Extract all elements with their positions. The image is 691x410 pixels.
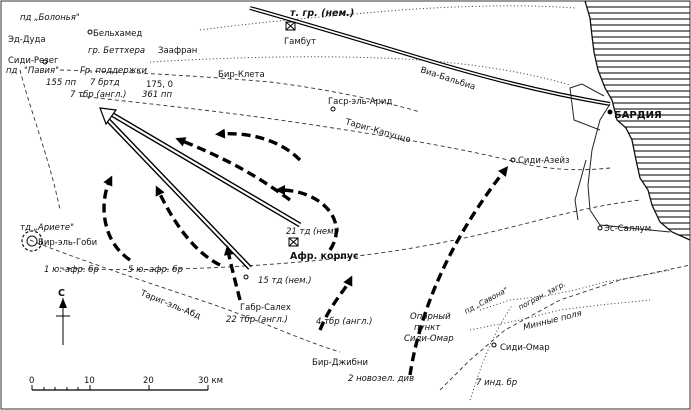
label-zaafran: Заафран <box>158 46 197 56</box>
label-bir-el-gobi: Бир-эль-Гоби <box>38 238 97 248</box>
label-tbr22: 22 тбр (англ.) <box>226 315 288 325</box>
label-gasr-el-arid: Гаср-эль-Арид <box>328 97 392 107</box>
bardia-road-3 <box>574 159 587 221</box>
escarpment-2 <box>149 56 571 86</box>
label-pavia: пд <box>6 66 18 76</box>
label-pt175: 175, 0 <box>146 80 173 90</box>
north-track <box>19 69 61 211</box>
north-arrow: С <box>56 288 70 345</box>
label-sidi-rezeg: Сиди-Резег <box>8 56 59 66</box>
label-es-sallum: Эс-Саллум <box>604 224 651 234</box>
mine-fields <box>479 269 671 311</box>
afrika-korps-hq-symbol <box>288 237 299 247</box>
label-td-ariete: тд „Ариете" <box>20 223 74 233</box>
label-afr-korpus: Афр. корпус <box>290 251 359 262</box>
label-via-balbia: Виа-Бальбиа <box>419 65 476 92</box>
scale-bar: 0 10 20 30 км <box>29 376 223 391</box>
frontier-wire-2 <box>439 264 691 391</box>
label-tg-nem: т. гр. (нем.) <box>290 8 354 19</box>
scale-tick-20: 20 <box>143 376 154 386</box>
label-savona: пд „Савона" <box>463 285 510 316</box>
place-markers <box>42 29 613 348</box>
sea-area <box>585 1 690 240</box>
label-pavia2: "Павия" <box>24 66 59 76</box>
label-tbr7: 7 тбр (англ.) <box>70 90 126 100</box>
label-yuafr5: 5 ю.-афр. бр <box>128 265 183 275</box>
label-indbr7: 7 инд. бр <box>476 378 517 388</box>
via-balbia-road-inner <box>249 7 611 105</box>
gambut-hq-symbol <box>285 21 296 31</box>
label-pp361: 361 пп <box>142 90 172 100</box>
ariete-position-symbol <box>21 230 43 252</box>
label-belhamed: Бельхамед <box>93 29 142 39</box>
label-bardia: БАРДИЯ <box>614 110 662 121</box>
gobi-east-track <box>59 199 641 271</box>
label-bir-dzhibni: Бир-Джибни <box>312 358 368 368</box>
label-sidi-azeiz: Сиди-Азейз <box>518 156 570 166</box>
scale-tick-10: 10 <box>84 376 95 386</box>
british-advance-arrows <box>99 107 302 270</box>
bir-kleta-track <box>59 69 421 113</box>
label-gr-bettchera: гр. Беттхера <box>88 46 145 56</box>
label-td15: 15 тд (нем.) <box>258 276 312 286</box>
label-sidi-omar: Сиди-Омар <box>500 343 550 353</box>
label-bolonya: пд „Болонья" <box>20 13 80 23</box>
label-bir-kleta: Бир-Клета <box>218 70 265 80</box>
bardia-sallum-road <box>587 103 671 233</box>
label-yuafr1: 1 ю.-афр. бр <box>44 265 99 275</box>
scale-tick-30: 30 км <box>198 376 223 386</box>
trig-el-abd-track <box>29 239 341 353</box>
north-arrow-label: С <box>58 288 65 299</box>
label-ed-duda: Эд-Дуда <box>8 35 46 45</box>
scale-tick-0: 0 <box>29 376 34 386</box>
label-pp155: 155 пп <box>46 78 76 88</box>
frontier-wire <box>469 304 513 401</box>
label-gambut: Гамбут <box>284 37 316 47</box>
trig-capuzzo-track <box>79 95 611 171</box>
label-opornyi-3: Сиди-Омар <box>404 334 454 344</box>
label-tbr4: 4 тбр (англ.) <box>316 317 372 327</box>
label-brtd7: 7 бртд <box>90 78 120 88</box>
german-movement-arrows <box>102 128 509 376</box>
bardia-road-2 <box>569 83 605 131</box>
label-gabr-saleh: Габр-Салех <box>240 303 291 313</box>
label-pogran: погран. загр. <box>517 279 567 311</box>
label-td21: 21 тд (нем.) <box>286 227 340 237</box>
coastline <box>584 0 691 241</box>
label-opornyi-1: Опорный <box>410 312 451 322</box>
label-tarik-el-abd: Тариг-эль-Абд <box>138 288 202 322</box>
via-balbia-road <box>249 6 611 106</box>
label-opornyi-2: пункт <box>414 323 441 333</box>
label-gr-podderzhki: Гр. поддержки <box>80 66 147 76</box>
label-novozel: 2 новозел. див <box>348 374 414 384</box>
